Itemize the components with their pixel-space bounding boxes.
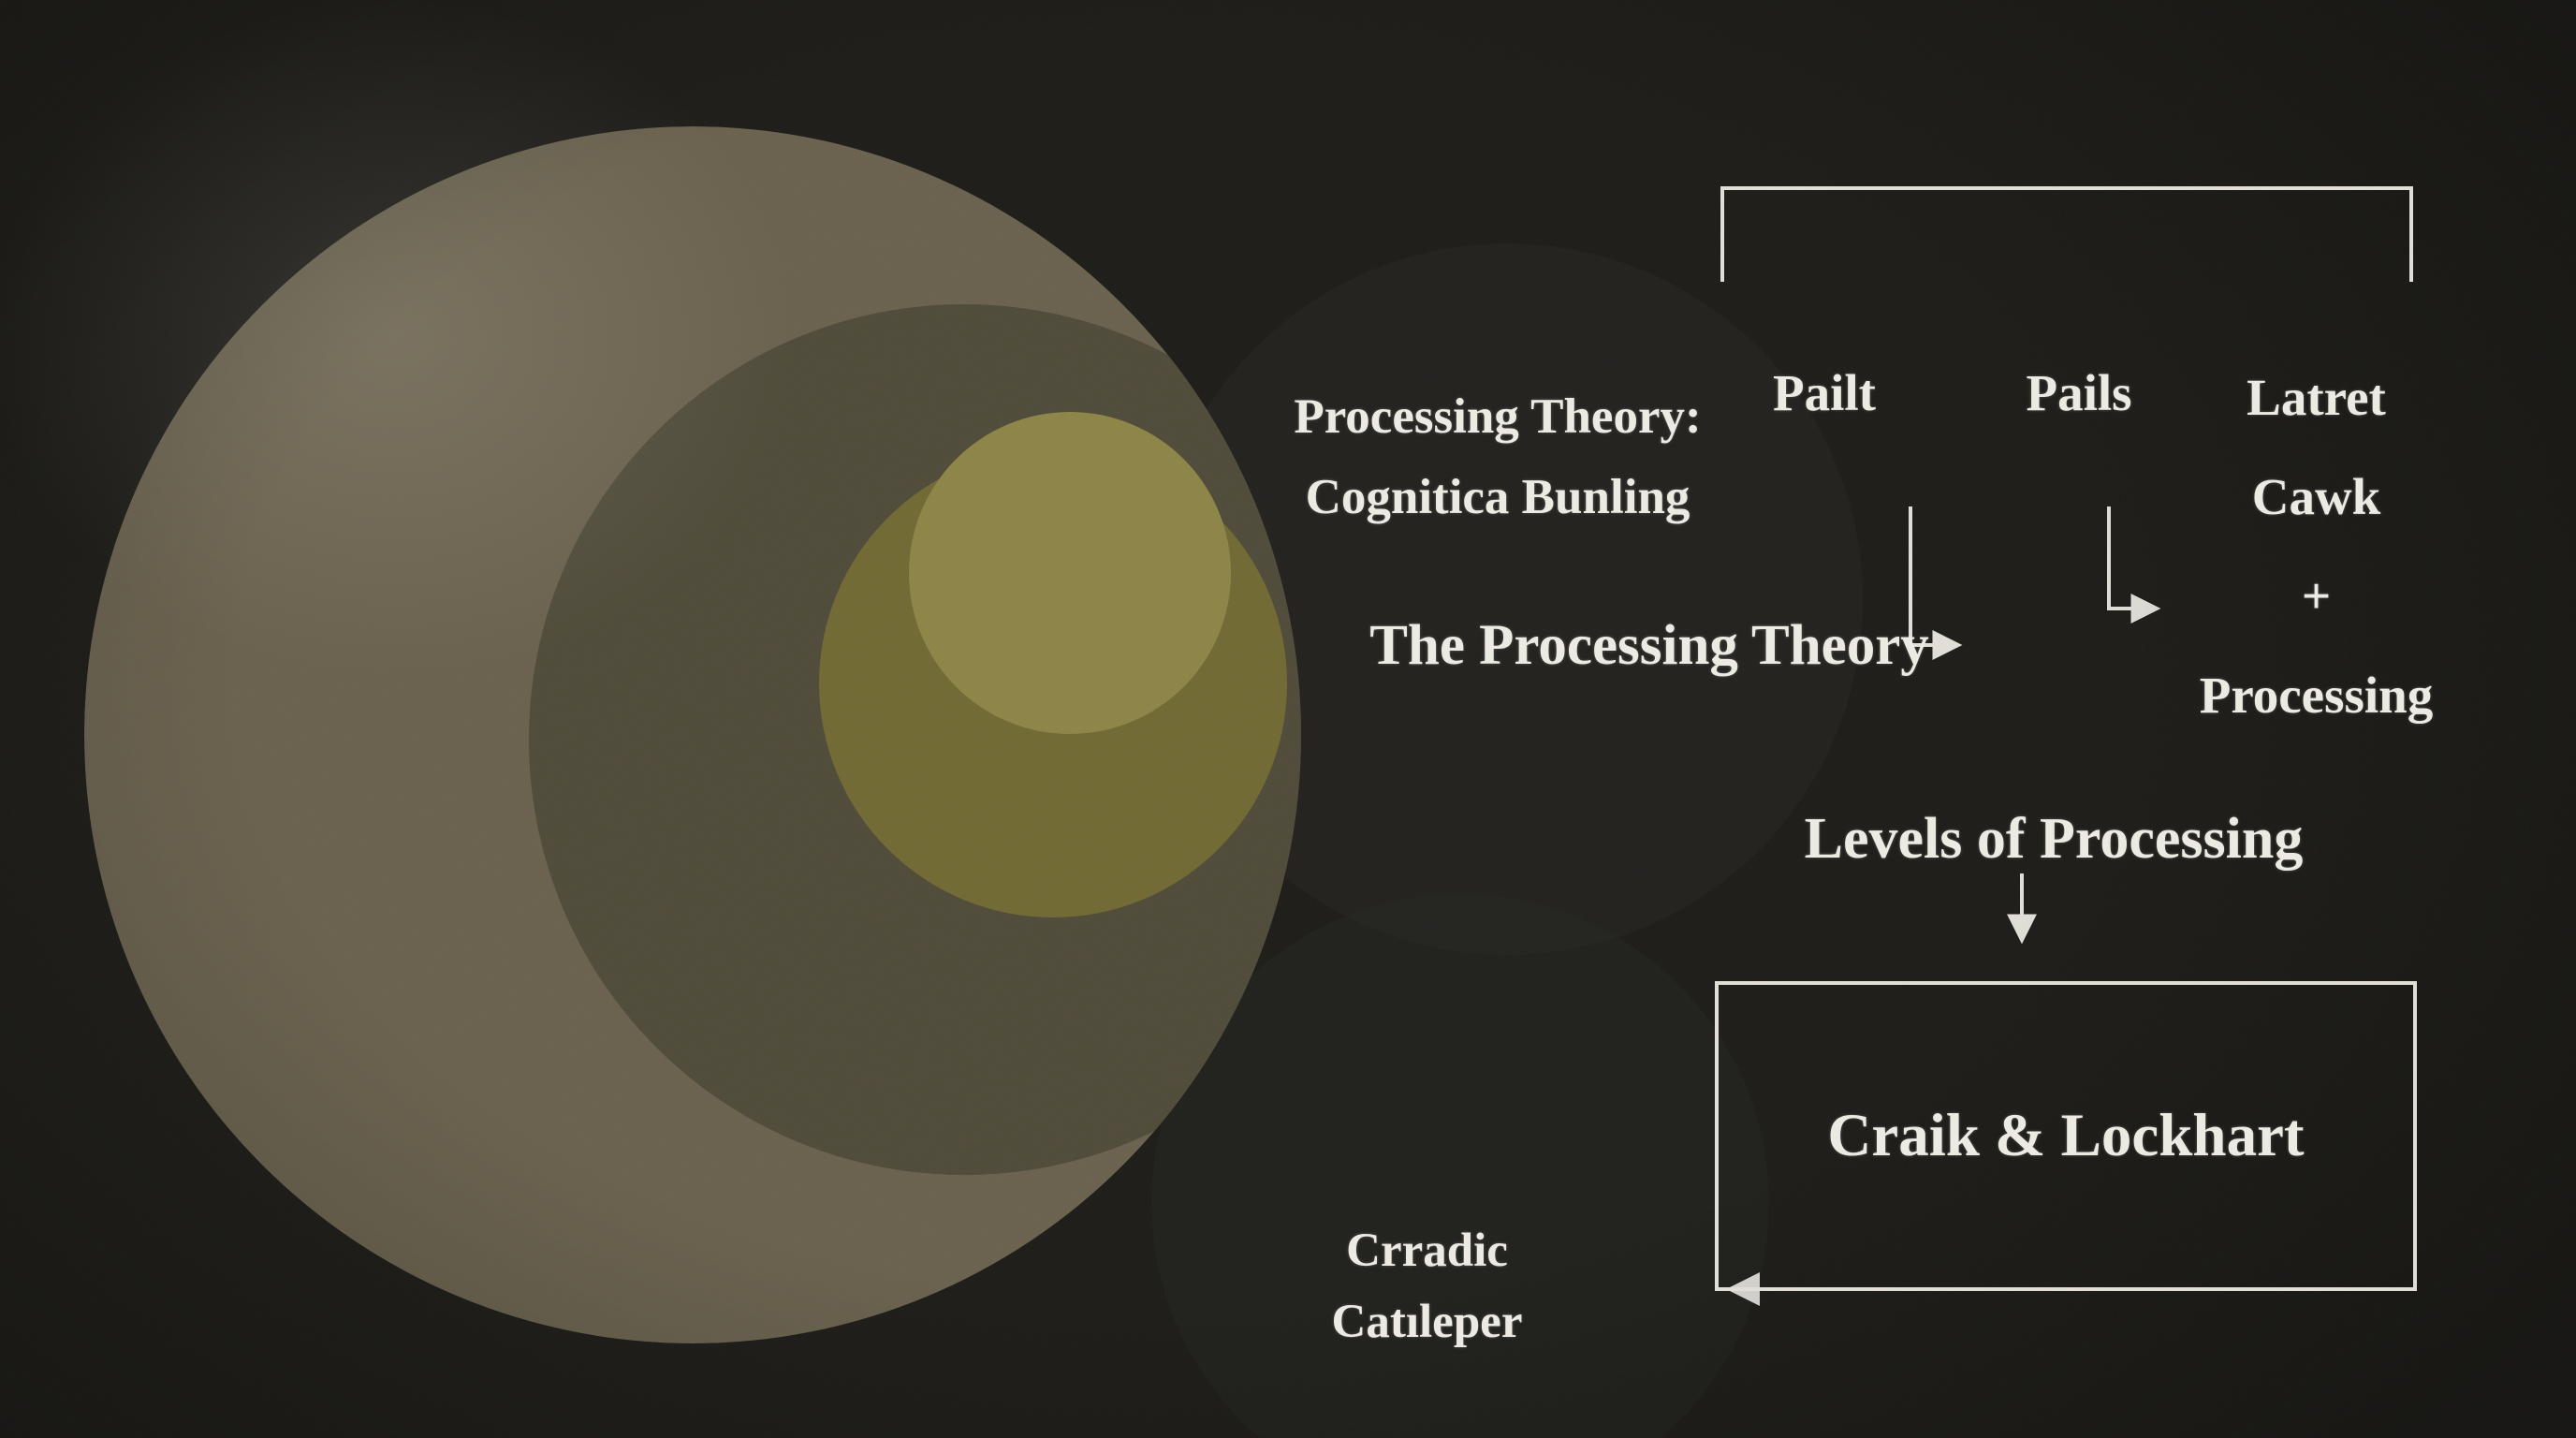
processing-theory-label-line1: Processing Theory: <box>1294 389 1702 444</box>
stage3-line2: Cawk <box>2251 468 2381 525</box>
crradic-catileper-caption: Crradic Catıleper <box>1284 1215 1570 1357</box>
levels-of-processing-label: Levels of Processing <box>1804 807 2304 871</box>
stage3-line3: + <box>2301 567 2332 624</box>
top-bracket <box>1720 186 2413 282</box>
stage-label-pailt: Pailt <box>1773 364 1876 421</box>
stage-label-pails: Pails <box>2026 364 2132 421</box>
crradic-caption-line1: Crradic <box>1346 1225 1508 1277</box>
processing-theory-label: Processing Theory: Cognitica Bunling <box>1217 376 1778 537</box>
craik-lockhart-label: Craik & Lockhart <box>1827 1102 2305 1169</box>
venn-core-circle <box>909 412 1231 734</box>
stage-label-latret-cawk-processing: Latret Cawk + Processing <box>2174 348 2459 745</box>
stage3-line1: Latret <box>2247 369 2386 426</box>
crradic-caption-line2: Catıleper <box>1331 1296 1523 1348</box>
stage3-line4: Processing <box>2199 667 2434 724</box>
processing-theory-label-line2: Cognitica Bunling <box>1305 470 1690 524</box>
the-processing-theory-label: The Processing Theory <box>1369 614 1929 677</box>
craik-lockhart-box: Craik & Lockhart <box>1715 981 2417 1291</box>
